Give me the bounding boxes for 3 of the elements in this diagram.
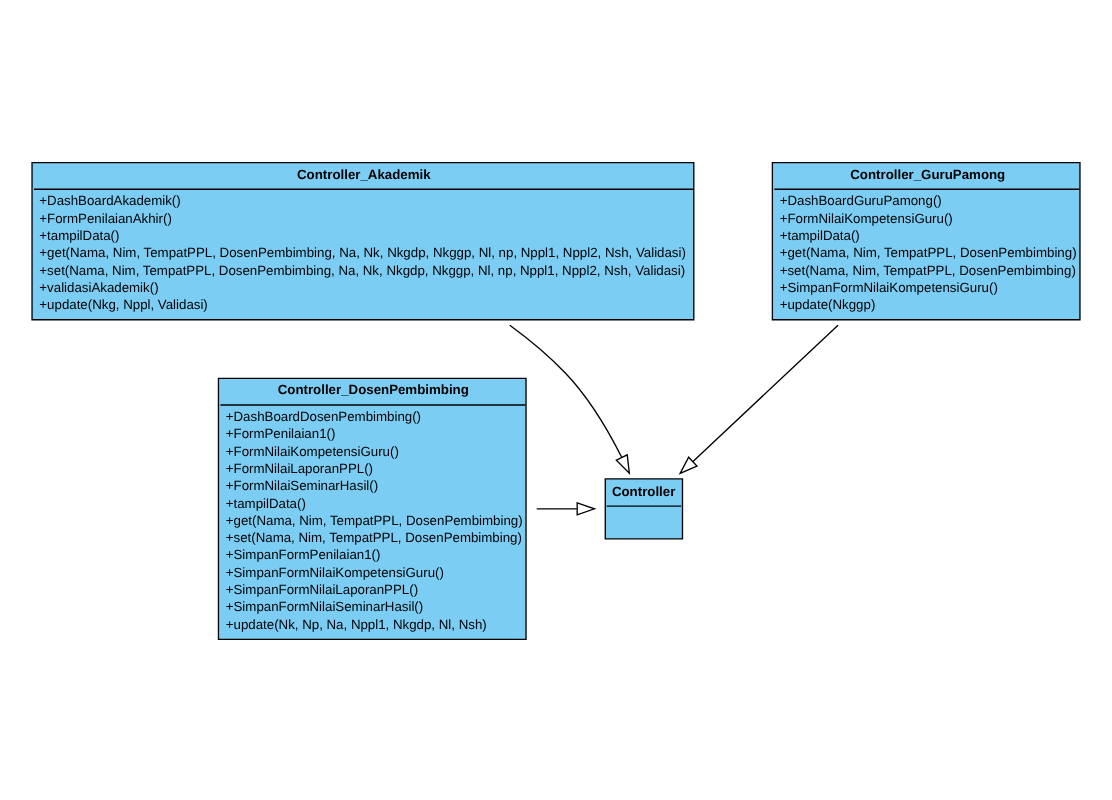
arrow [536,500,597,515]
arrow [509,323,631,474]
arrow [678,323,839,474]
